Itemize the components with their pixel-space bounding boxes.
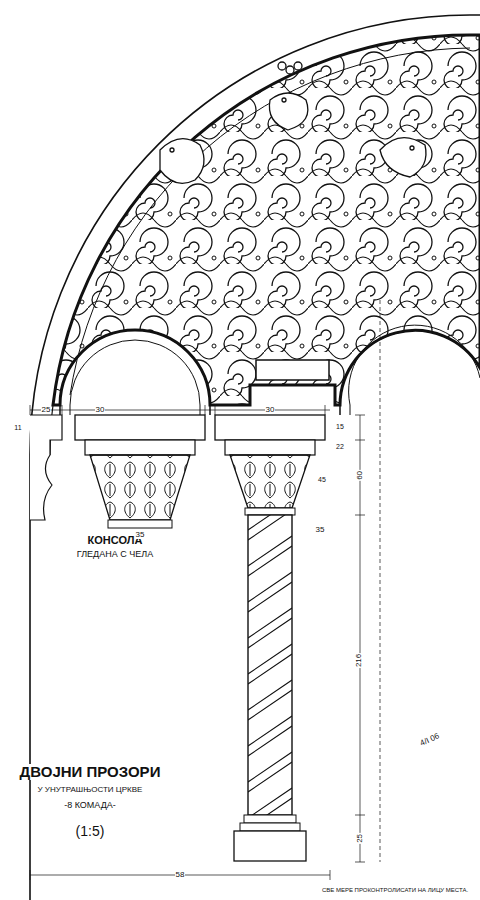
spiral-band [248,572,292,612]
spiral-band [248,788,292,815]
part-note: ГЛЕДАНА С ЧЕЛА [76,550,154,560]
title: ДВОЈНИ ПРОЗОРИ [19,764,162,781]
subtitle: У УНУТРАШЊОСТИ ЦРКВЕ [37,786,144,795]
spiral-band [248,680,292,720]
dimension: 22 [335,443,345,451]
spiral-band [248,536,292,576]
dimension: 58 [175,871,186,880]
quantity: -8 КОМАДА- [63,801,117,811]
dimension: 45 [317,476,327,484]
dimension: 15 [335,423,345,431]
note: СВЕ МЕРЕ ПРОКОНТРОЛИСАТИ НА ЛИЦУ МЕСТА. [321,887,469,894]
dimension: 25 [356,833,365,844]
dimension: 30 [95,406,106,415]
signature: 4/I 06 [418,731,442,748]
dimension: 25 [41,406,52,415]
scale: (1:5) [75,824,106,839]
dimension: 11 [13,424,22,432]
dimension: 35 [135,531,146,540]
spiral-band [248,752,292,792]
spiral-band [248,716,292,756]
dimension: 35 [315,526,326,535]
spiral-band [248,644,292,684]
spiral-band [248,608,292,648]
spiral-band [248,515,292,540]
dimension: 30 [265,406,276,415]
dimension: 60 [356,470,365,481]
dimension: 216 [356,652,365,667]
